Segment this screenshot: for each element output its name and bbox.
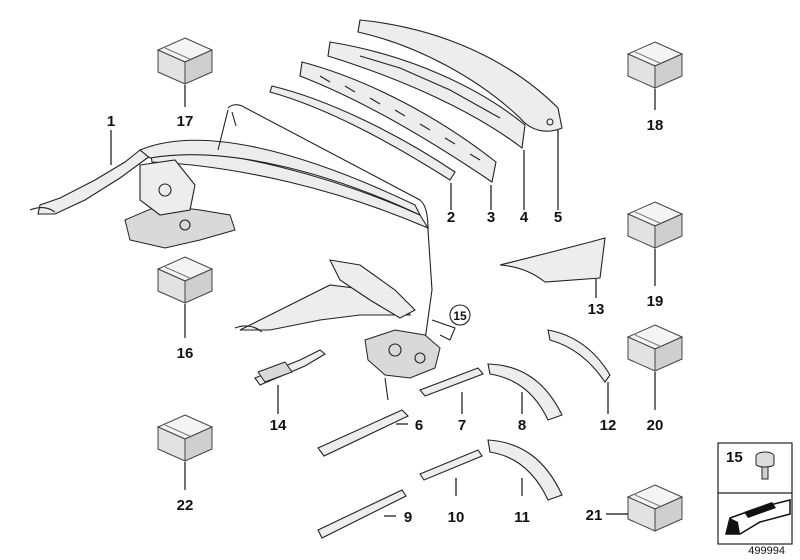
- callout-6: 6: [415, 417, 423, 434]
- trim-7: [419, 367, 484, 397]
- callout-17: 17: [177, 113, 194, 130]
- box-20: [626, 324, 684, 372]
- legend-part-number: 15: [726, 449, 743, 466]
- reference-number: 499994: [748, 545, 785, 557]
- leader-lines: [110, 85, 656, 517]
- callout-2: 2: [447, 209, 455, 226]
- trim-8: [487, 363, 563, 421]
- trim-14: [254, 349, 326, 386]
- callout-labels: 1 2 3 4 5 6 7 8 9 10 11 12 13 14 15 16 1…: [107, 113, 664, 526]
- callout-10: 10: [448, 509, 465, 526]
- trim-12: [547, 329, 611, 383]
- side-panel-13: [499, 237, 606, 283]
- trim-10: [419, 449, 483, 481]
- callout-14: 14: [270, 417, 287, 434]
- callout-8: 8: [518, 417, 526, 434]
- box-22: [156, 414, 214, 462]
- callout-4: 4: [520, 209, 529, 226]
- callout-3: 3: [487, 209, 495, 226]
- callout-15: 15: [453, 309, 467, 323]
- box-18: [626, 41, 684, 89]
- callout-13: 13: [588, 301, 605, 318]
- clip-fastener-icon: [755, 451, 775, 480]
- callout-12: 12: [600, 417, 617, 434]
- roof-bow-5: [357, 19, 563, 132]
- roof-frame: [29, 104, 441, 401]
- clip-15: [431, 304, 471, 341]
- callout-11: 11: [514, 509, 530, 526]
- trim-6: [317, 409, 409, 457]
- roof-bow-4: [327, 41, 526, 150]
- legend-box: 15: [717, 442, 793, 545]
- callout-16: 16: [177, 345, 194, 362]
- box-16: [156, 256, 214, 304]
- callout-19: 19: [647, 293, 664, 310]
- callout-21: 21: [586, 507, 603, 524]
- callout-5: 5: [554, 209, 562, 226]
- callout-9: 9: [404, 509, 412, 526]
- arrow-icon: [725, 499, 791, 535]
- callout-18: 18: [647, 117, 664, 134]
- box-19: [626, 201, 684, 249]
- callout-7: 7: [458, 417, 466, 434]
- trim-9: [317, 489, 407, 539]
- callout-1: 1: [107, 113, 115, 130]
- callout-20: 20: [647, 417, 664, 434]
- roof-bow-2: [269, 85, 456, 181]
- trim-11: [487, 439, 563, 501]
- roof-bow-3: [299, 61, 497, 183]
- box-17: [156, 37, 214, 85]
- box-21: [626, 484, 684, 532]
- callout-22: 22: [177, 497, 194, 514]
